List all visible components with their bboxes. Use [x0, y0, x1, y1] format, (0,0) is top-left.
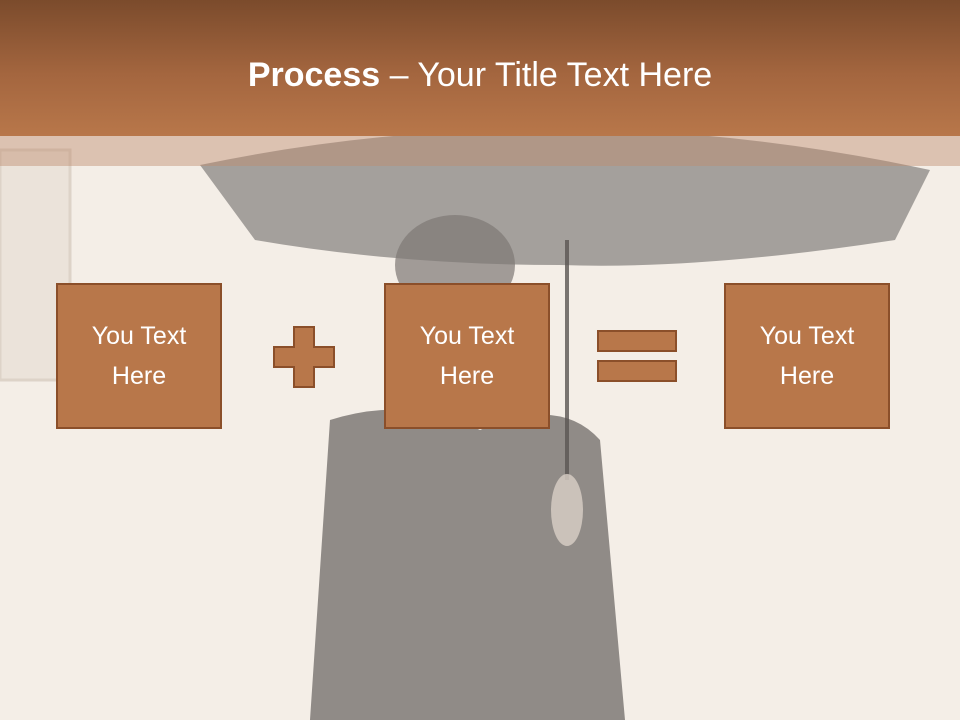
title-rest: – Your Title Text Here	[380, 56, 713, 94]
page-title: Process – Your Title Text Here	[0, 50, 960, 100]
text-box-3[interactable]: You Text Here	[724, 283, 890, 429]
title-bold: Process	[247, 56, 381, 94]
text-box-1-label: You Text Here	[91, 322, 187, 390]
text-box-1[interactable]: You Text Here	[56, 283, 222, 429]
text-box-2[interactable]: You Text Here	[384, 283, 550, 429]
title-band	[0, 136, 960, 166]
text-box-2-label: You Text Here	[419, 322, 515, 390]
title-bar	[0, 0, 960, 136]
text-box-3-label: You Text Here	[759, 322, 855, 390]
equals-icon	[597, 330, 677, 382]
plus-icon	[273, 326, 335, 388]
